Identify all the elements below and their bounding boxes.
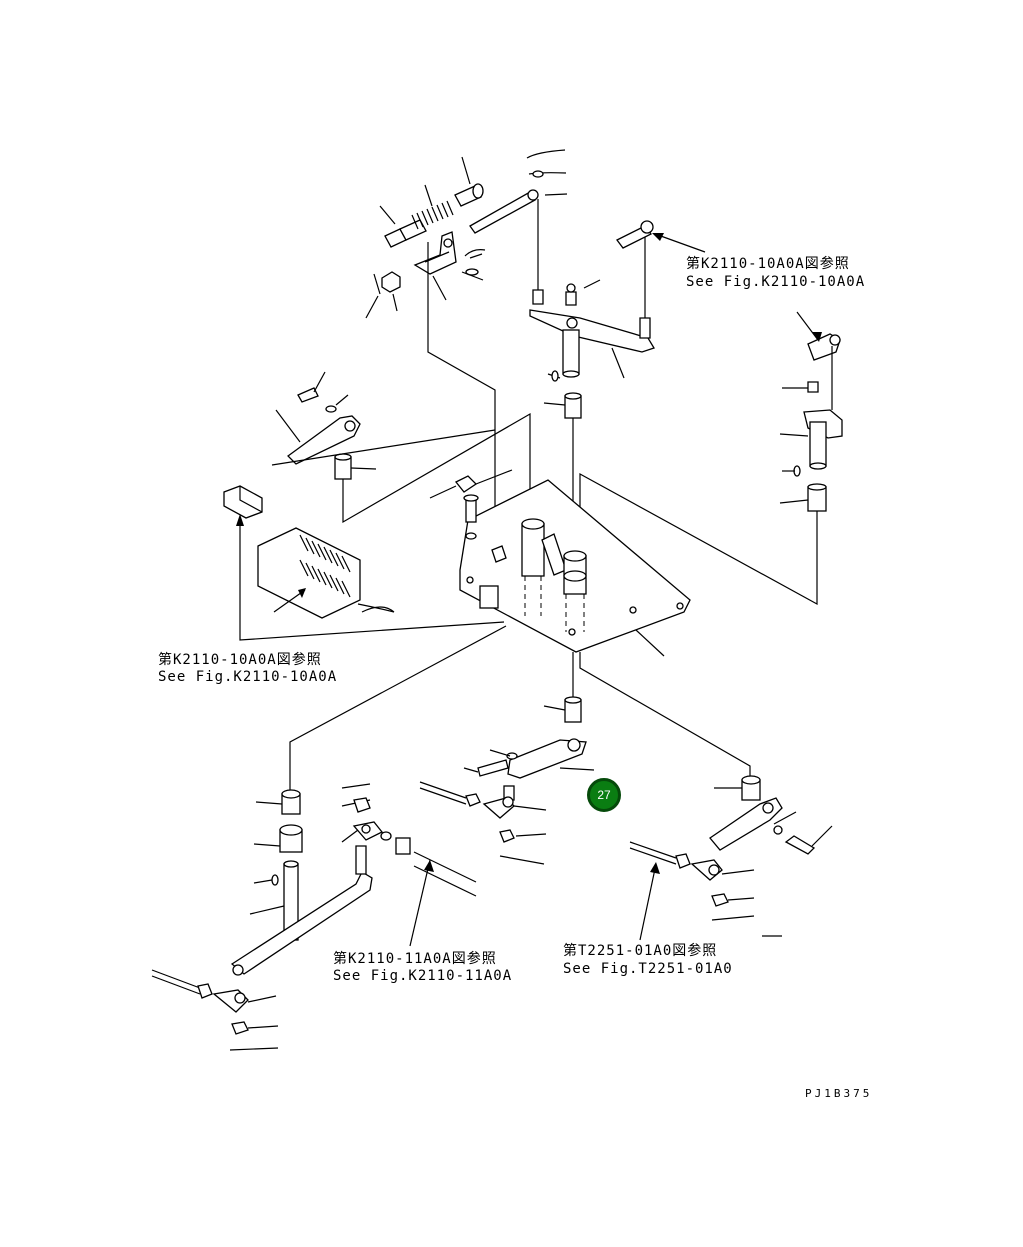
lower-center-parts bbox=[419, 652, 595, 865]
ref-left-en: See Fig.K2110-10A0A bbox=[158, 669, 338, 685]
ref-top-right-en: See Fig.K2110-10A0A bbox=[686, 274, 866, 290]
lever-upper bbox=[529, 220, 706, 382]
mounting-plate bbox=[429, 469, 691, 657]
right-lower-assembly bbox=[579, 652, 833, 941]
drawing-code: PJ1B375 bbox=[805, 1087, 873, 1100]
spring-assembly-top bbox=[365, 156, 486, 319]
ref-bottom-mid-en: See Fig.K2110-11A0A bbox=[333, 968, 513, 984]
ref-bottom-right-en: See Fig.T2251-01A0 bbox=[563, 961, 733, 977]
ref-bottom-mid-jp: 第K2110-11A0A図参照 bbox=[333, 951, 497, 967]
callout-badge-27[interactable]: 27 bbox=[587, 778, 621, 812]
right-link-assembly bbox=[579, 311, 843, 606]
left-lower-assembly bbox=[151, 625, 507, 1051]
link-rod-top bbox=[427, 149, 568, 520]
ref-top-right-jp: 第K2110-10A0A図参照 bbox=[686, 256, 850, 272]
ref-left-jp: 第K2110-10A0A図参照 bbox=[158, 652, 322, 668]
left-arm-assembly bbox=[223, 371, 531, 641]
ref-bottom-right-jp: 第T2251-01A0図参照 bbox=[563, 943, 718, 959]
bushing-upper bbox=[543, 392, 582, 556]
